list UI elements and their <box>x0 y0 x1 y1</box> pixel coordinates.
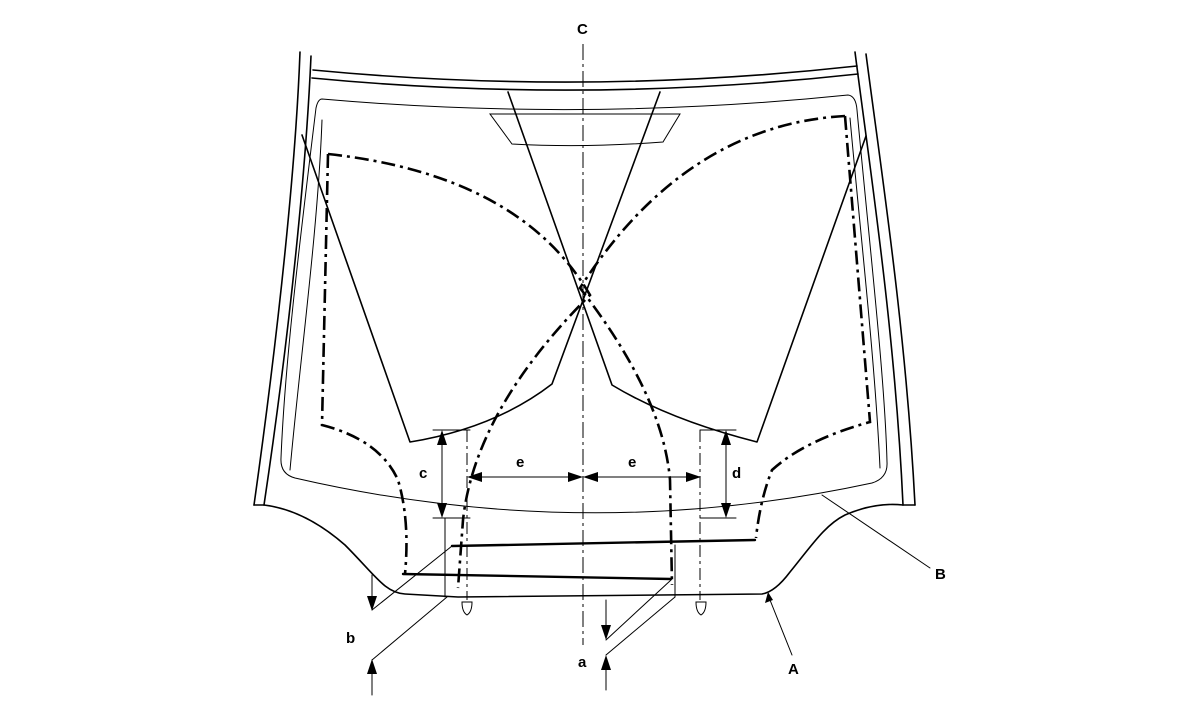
label-b: b <box>346 630 355 647</box>
roof-line <box>311 65 859 91</box>
wiper-blades <box>301 91 867 443</box>
label-e-right: e <box>628 454 636 471</box>
wiper-park-lines <box>401 538 757 581</box>
label-B: B <box>935 566 946 583</box>
label-e-left: e <box>516 454 524 471</box>
left-pivot-marker <box>461 601 473 616</box>
leader-B <box>821 494 931 569</box>
label-A: A <box>788 661 799 678</box>
right-wiper-sweep-area <box>578 114 846 586</box>
label-C: C <box>577 21 588 38</box>
dimension-c <box>432 429 471 519</box>
dimension-d <box>699 429 737 519</box>
a-pillars <box>253 51 916 506</box>
leader-A <box>765 592 793 656</box>
right-pivot-marker <box>695 601 707 616</box>
dimension-b <box>367 545 453 696</box>
label-c: c <box>419 465 427 482</box>
windshield-outline <box>280 94 888 514</box>
left-inner-pillar-line <box>289 119 323 471</box>
hood-line <box>263 503 904 598</box>
right-inner-pillar-line <box>849 117 881 469</box>
left-wiper-sweep-area <box>327 152 592 589</box>
label-a: a <box>578 654 587 671</box>
label-d: d <box>732 465 741 482</box>
right-wiper-sweep-outer <box>754 115 872 539</box>
left-wiper-sweep-outer <box>320 153 408 575</box>
mirror-mount <box>489 113 681 147</box>
dimension-a <box>601 579 676 691</box>
dimension-e <box>467 472 701 482</box>
